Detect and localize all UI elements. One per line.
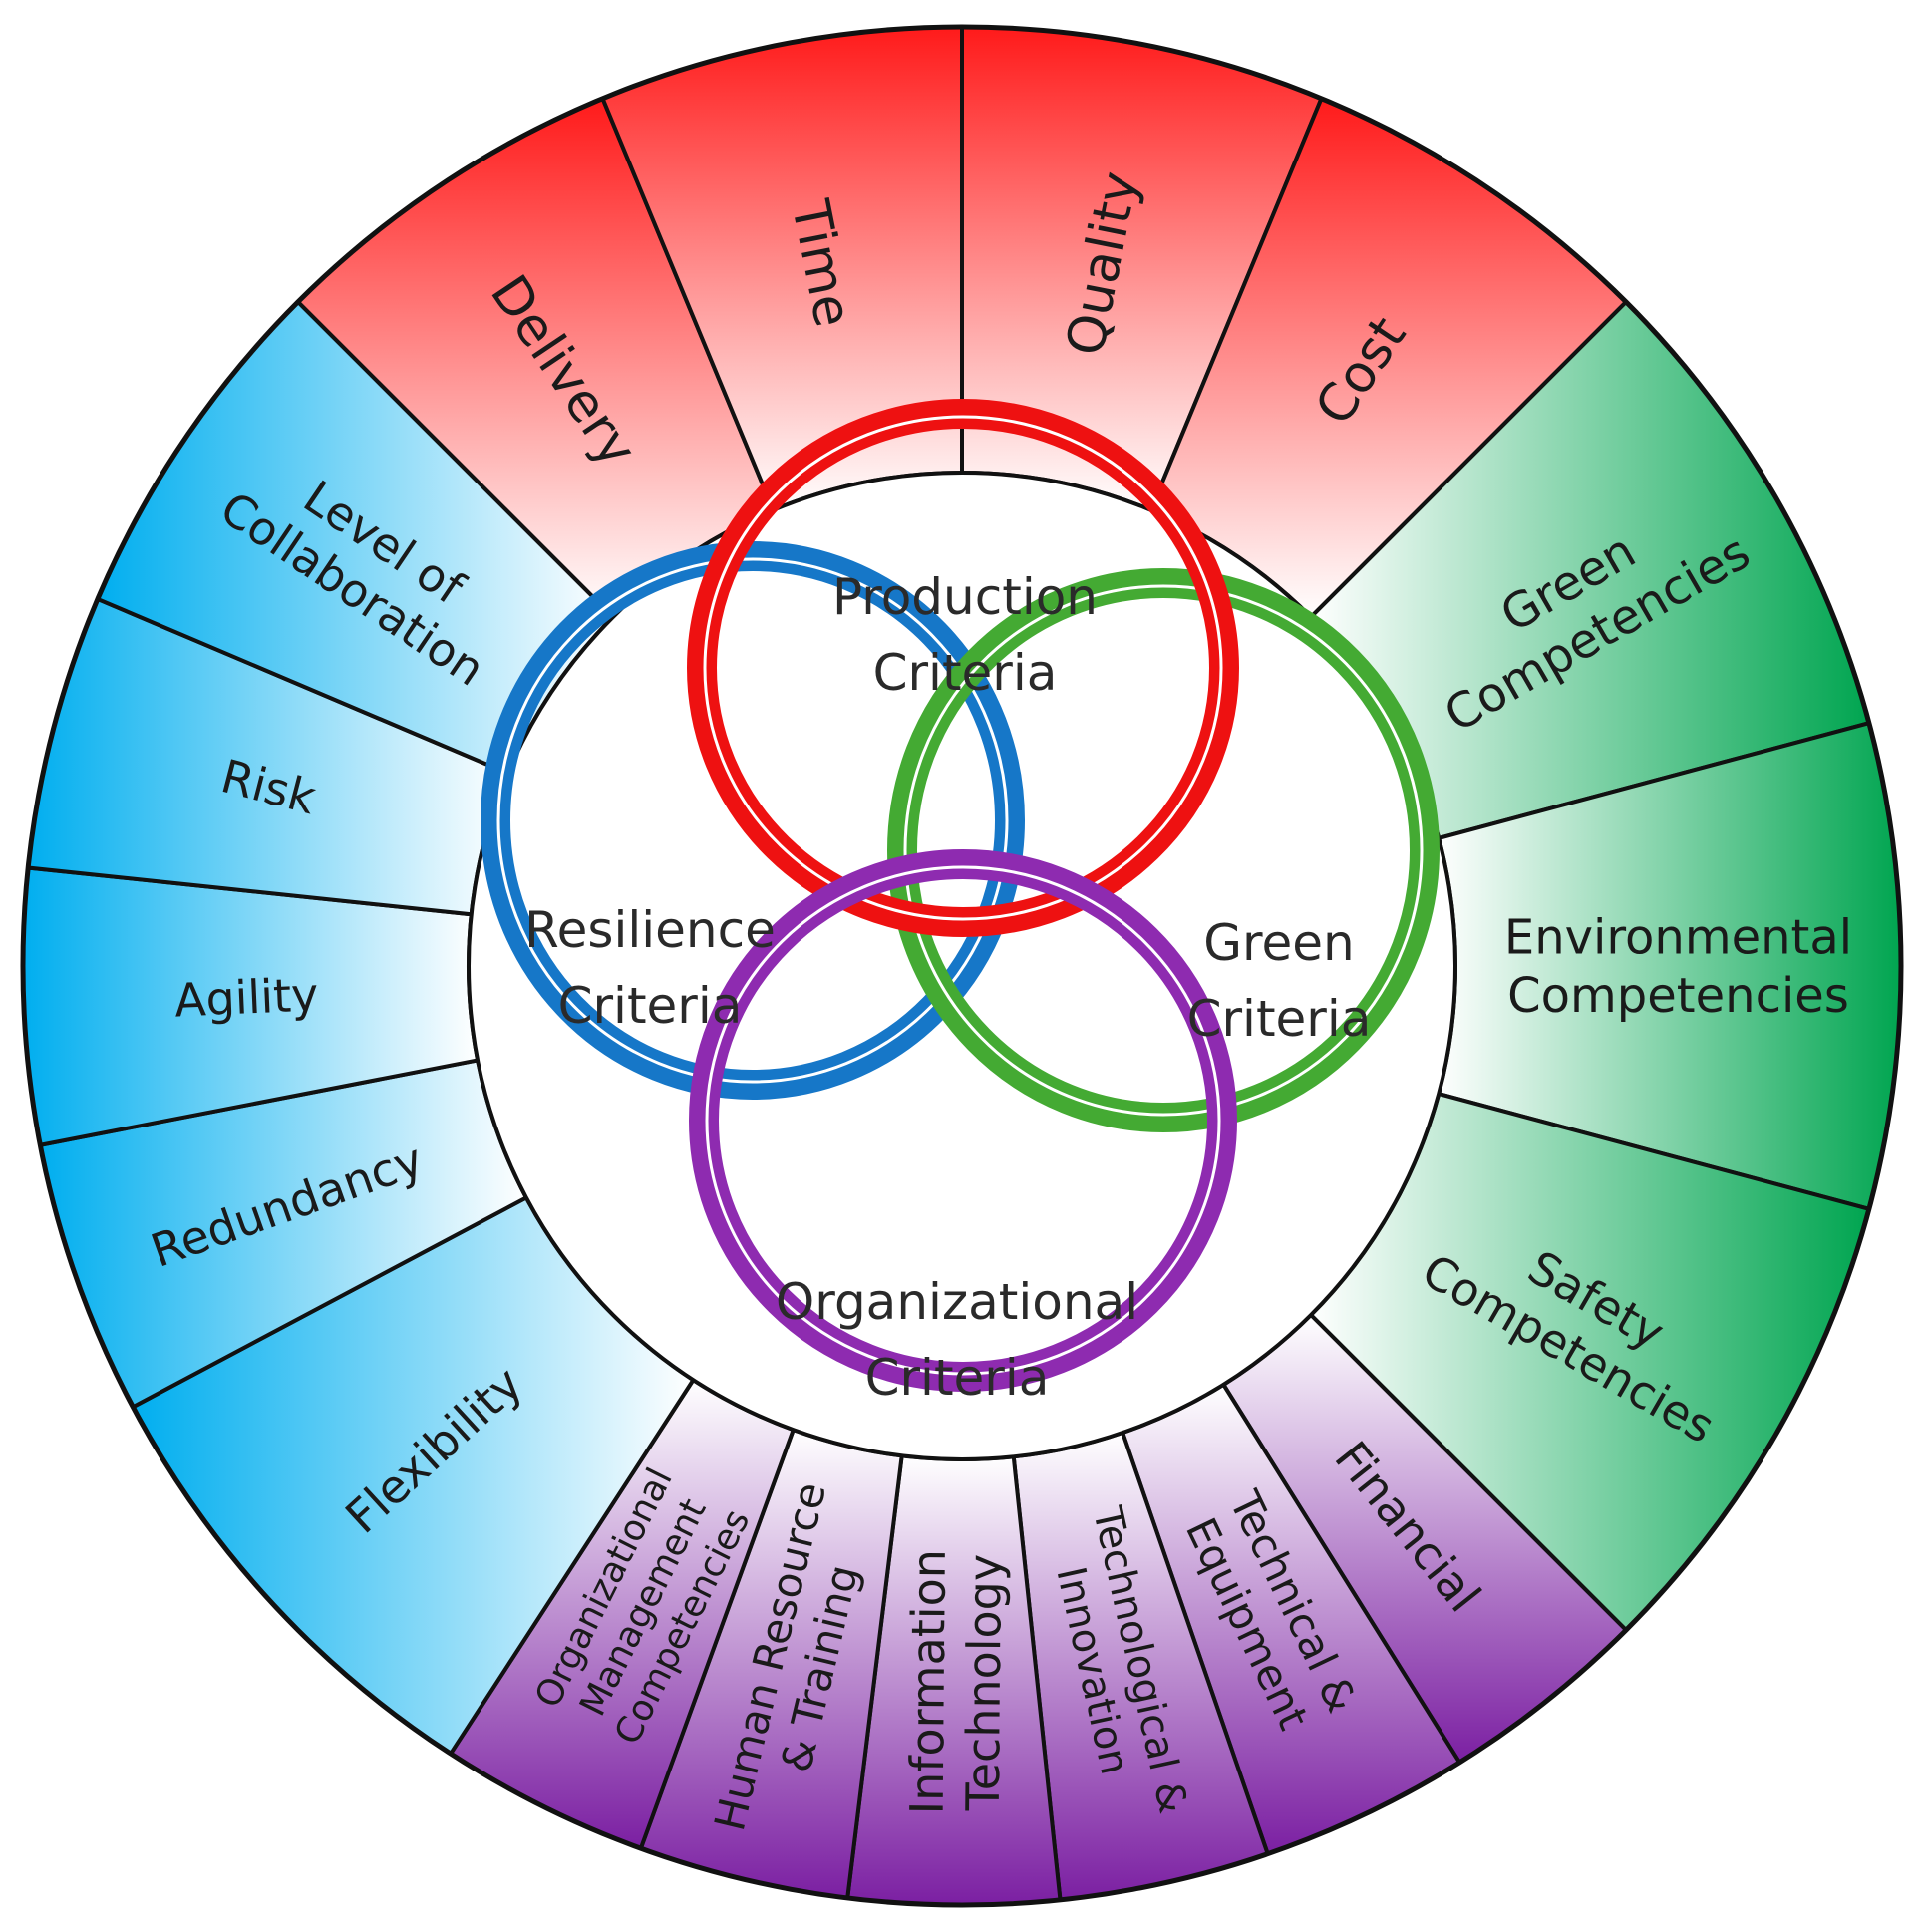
segment-label-line: Environmental [1504, 910, 1852, 966]
criteria-label-line: Criteria [558, 977, 743, 1035]
criteria-label-line: Organizational [776, 1273, 1138, 1331]
criteria-label-line: Production [832, 568, 1098, 626]
segment-label-line: Technology [956, 1554, 1012, 1812]
green-ring [887, 568, 1440, 1132]
criteria-label-line: Green [1203, 914, 1354, 972]
criteria-label-line: Criteria [1187, 990, 1372, 1048]
segment-label-line: Agility [173, 967, 319, 1027]
production-ring [687, 399, 1239, 937]
outer-rim [20, 24, 1904, 1908]
organizational-ring-inner-line [705, 865, 1221, 1376]
resilience-ring-inner-line [496, 557, 1009, 1084]
production-ring-inner-line [703, 415, 1223, 921]
criteria-label-line: Criteria [873, 644, 1058, 702]
segment-label-line: Competencies [1507, 968, 1849, 1024]
resilience-segment-label: Agility [173, 967, 319, 1027]
criteria-label-line: Resilience [524, 901, 776, 959]
criteria-label-line: Criteria [865, 1349, 1050, 1407]
green-ring-inner-line [903, 584, 1424, 1117]
resilience-ring [481, 541, 1025, 1100]
organizational-segment-label: InformationTechnology [900, 1549, 1012, 1815]
criteria-rings [481, 399, 1440, 1392]
segment-label-line: Information [900, 1549, 956, 1815]
organizational-ring [689, 849, 1237, 1392]
